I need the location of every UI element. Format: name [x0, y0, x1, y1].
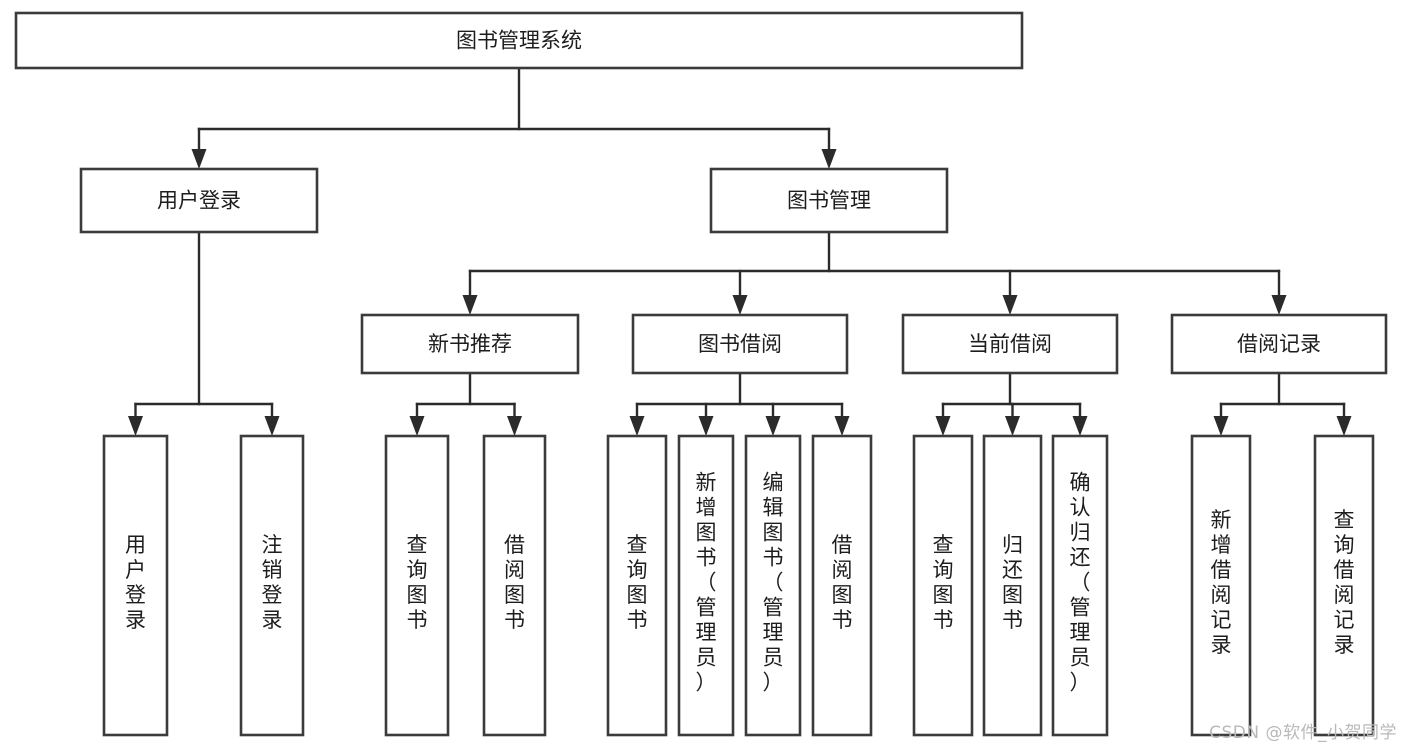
node-box — [1051, 434, 1109, 737]
node-label: 图书管理系统 — [456, 29, 582, 53]
arrow-head-icon — [1271, 295, 1287, 315]
node-leaf-confirm-return[interactable]: 确认归还（管理员） — [1051, 434, 1109, 737]
node-label: 图书借阅 — [698, 332, 782, 356]
node-leaf-query-book-2[interactable]: 查询图书 — [606, 434, 668, 737]
node-book-manage[interactable]: 图书管理 — [709, 167, 949, 234]
node-leaf-add-record[interactable]: 新增借阅记录 — [1190, 434, 1252, 737]
node-borrow-record[interactable]: 借阅记录 — [1170, 313, 1388, 375]
connector-layer — [128, 66, 1352, 436]
node-root[interactable]: 图书管理系统 — [14, 11, 1024, 70]
node-box — [677, 434, 735, 737]
node-box — [982, 434, 1043, 737]
node-label: 查询图书 — [933, 533, 954, 632]
node-box — [102, 434, 169, 737]
node-box — [14, 11, 1024, 70]
node-leaf-query-record[interactable]: 查询借阅记录 — [1313, 434, 1375, 737]
arrow-head-icon — [462, 295, 478, 315]
arrow-head-icon — [834, 416, 850, 436]
node-box — [482, 434, 547, 737]
node-box — [360, 313, 580, 375]
arrow-head-icon — [629, 416, 645, 436]
arrow-head-icon — [264, 416, 280, 436]
arrow-head-icon — [821, 149, 837, 169]
arrow-head-icon — [507, 416, 522, 436]
node-leaf-edit-book[interactable]: 编辑图书（管理员） — [744, 434, 802, 737]
arrow-head-icon — [935, 416, 951, 436]
node-user-login[interactable]: 用户登录 — [79, 167, 319, 234]
node-label: 当前借阅 — [968, 332, 1052, 356]
node-label: 借阅记录 — [1237, 332, 1321, 356]
node-current-borrow[interactable]: 当前借阅 — [901, 313, 1119, 375]
node-leaf-return-book[interactable]: 归还图书 — [982, 434, 1043, 737]
node-label: 用户登录 — [157, 189, 241, 213]
node-box — [1190, 434, 1252, 737]
node-leaf-borrow-book-1[interactable]: 借阅图书 — [482, 434, 547, 737]
node-box — [912, 434, 974, 737]
node-leaf-logout[interactable]: 注销登录 — [239, 434, 305, 737]
arrow-head-icon — [1336, 416, 1352, 436]
node-label: 用户登录 — [125, 533, 146, 632]
node-leaf-user-login[interactable]: 用户登录 — [102, 434, 169, 737]
node-box — [79, 167, 319, 234]
node-label: 查询图书 — [627, 533, 648, 632]
arrow-head-icon — [1002, 295, 1018, 315]
node-label: 查询图书 — [407, 533, 428, 632]
arrow-head-icon — [191, 149, 207, 169]
node-box — [239, 434, 305, 737]
node-box — [1170, 313, 1388, 375]
node-box — [709, 167, 949, 234]
arrow-head-icon — [1213, 416, 1229, 436]
arrow-head-icon — [409, 416, 425, 436]
node-box — [384, 434, 450, 737]
node-label: 查询借阅记录 — [1334, 508, 1355, 657]
node-box — [631, 313, 849, 375]
node-box — [1313, 434, 1375, 737]
node-label: 新增图书（管理员） — [696, 471, 717, 695]
node-label: 新书推荐 — [428, 332, 512, 356]
node-box — [744, 434, 802, 737]
node-label: 新增借阅记录 — [1211, 508, 1232, 657]
arrow-head-icon — [732, 295, 748, 315]
node-leaf-query-book-3[interactable]: 查询图书 — [912, 434, 974, 737]
node-layer: 图书管理系统用户登录图书管理新书推荐图书借阅当前借阅借阅记录用户登录注销登录查询… — [14, 11, 1388, 737]
node-box — [606, 434, 668, 737]
arrow-head-icon — [128, 416, 143, 436]
node-leaf-query-book-1[interactable]: 查询图书 — [384, 434, 450, 737]
node-label: 借阅图书 — [832, 533, 853, 632]
arrow-head-icon — [1072, 416, 1088, 436]
node-box — [811, 434, 873, 737]
node-label: 图书管理 — [787, 189, 871, 213]
node-new-book-rec[interactable]: 新书推荐 — [360, 313, 580, 375]
node-label: 确认归还（管理员） — [1070, 471, 1091, 695]
arrow-head-icon — [698, 416, 714, 436]
arrow-head-icon — [1005, 416, 1020, 436]
node-label: 借阅图书 — [504, 533, 525, 632]
arrow-head-icon — [765, 416, 781, 436]
node-box — [901, 313, 1119, 375]
node-label: 归还图书 — [1002, 533, 1023, 632]
node-label: 注销登录 — [262, 533, 283, 632]
node-leaf-add-book[interactable]: 新增图书（管理员） — [677, 434, 735, 737]
node-label: 编辑图书（管理员） — [763, 471, 784, 695]
node-book-borrow[interactable]: 图书借阅 — [631, 313, 849, 375]
node-leaf-borrow-book-2[interactable]: 借阅图书 — [811, 434, 873, 737]
